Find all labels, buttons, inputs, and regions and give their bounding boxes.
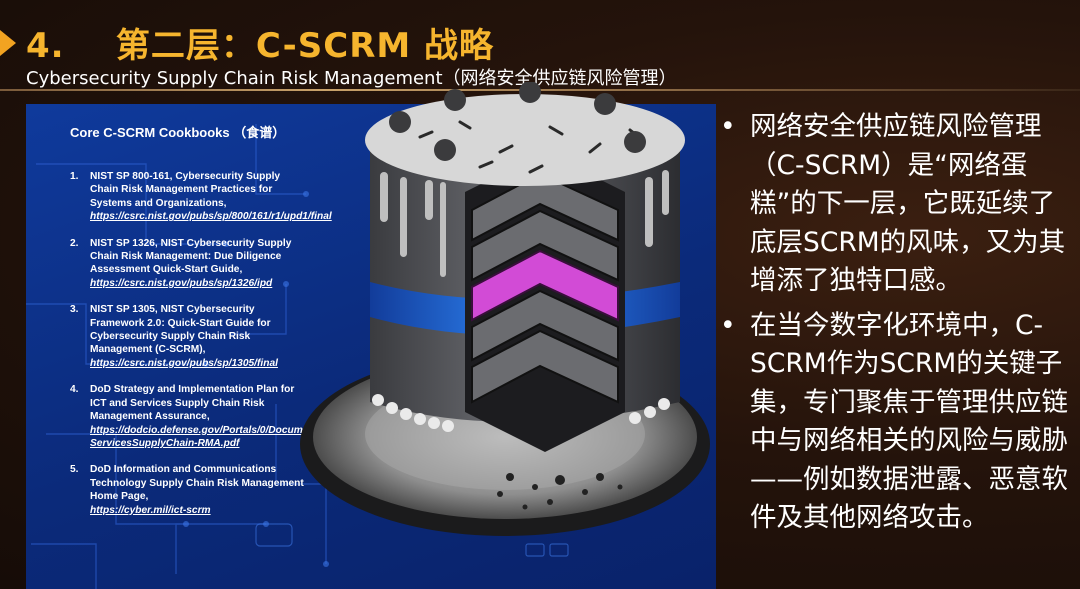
item-text: NIST SP 1326, NIST Cybersecurity Supply …: [90, 237, 292, 276]
list-item: 2. NIST SP 1326, NIST Cybersecurity Supp…: [66, 237, 306, 291]
cake-layers: [471, 172, 619, 404]
item-link[interactable]: https://dodcio.defense.gov/Portals/0/Doc…: [90, 424, 384, 449]
title-arrow-icon: [0, 30, 16, 56]
bullet-item: 在当今数字化环境中，C-SCRM作为SCRM的关键子集，专门聚焦于管理供应链中与…: [718, 307, 1074, 538]
item-link[interactable]: https://csrc.nist.gov/pubs/sp/1305/final: [90, 357, 278, 369]
item-text: NIST SP 800-161, Cybersecurity Supply Ch…: [90, 171, 281, 209]
bullet-list: 网络安全供应链风险管理（C-SCRM）是“网络蛋糕”的下一层，它既延续了底层SC…: [718, 108, 1074, 544]
page-subtitle: Cybersecurity Supply Chain Risk Manageme…: [26, 68, 677, 89]
panel-title: Core C-SCRM Cookbooks （食谱）: [70, 125, 286, 140]
cherries: [389, 82, 646, 161]
list-item: 4. DoD Strategy and Implementation Plan …: [70, 384, 384, 449]
item-text: DoD Strategy and Implementation Plan for…: [90, 384, 295, 423]
item-link[interactable]: https://csrc.nist.gov/pubs/sp/1326/ipd: [90, 277, 273, 289]
item-link[interactable]: https://cyber.mil/ict-scrm: [90, 504, 211, 516]
item-link[interactable]: https://csrc.nist.gov/pubs/sp/800/161/r1…: [90, 211, 332, 223]
frosting-drips: [380, 170, 669, 277]
cake-illustration: [300, 82, 710, 536]
item-text: DoD Information and Communications Techn…: [90, 464, 304, 503]
crumbs: [497, 473, 623, 510]
list-item: 3. NIST SP 1305, NIST Cybersecurity Fram…: [66, 303, 306, 370]
cookbook-list: 1. NIST SP 800-161, Cybersecurity Supply…: [66, 170, 384, 530]
bullet-item: 网络安全供应链风险管理（C-SCRM）是“网络蛋糕”的下一层，它既延续了底层SC…: [718, 108, 1074, 301]
page-title: 4. 第二层：C-SCRM 战略: [26, 26, 495, 66]
list-item: 1. NIST SP 800-161, Cybersecurity Supply…: [70, 171, 332, 223]
list-item: 5. DoD Information and Communications Te…: [66, 463, 306, 517]
circuit-background: [26, 124, 569, 589]
pearls: [372, 394, 670, 432]
item-text: NIST SP 1305, NIST Cybersecurity Framewo…: [90, 304, 271, 356]
cake-top: [365, 94, 685, 186]
